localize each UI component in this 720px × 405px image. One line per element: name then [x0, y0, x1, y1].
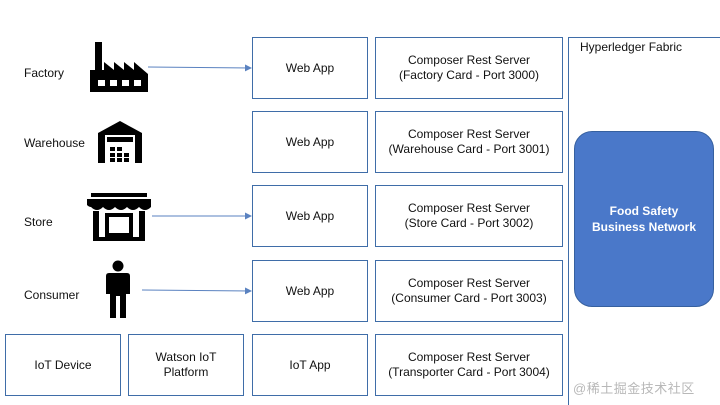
- web-app-factory: Web App: [252, 37, 368, 99]
- warehouse-icon: [98, 121, 142, 163]
- web-app-warehouse: Web App: [252, 111, 368, 173]
- web-app-store: Web App: [252, 185, 368, 247]
- warehouse-label: Warehouse: [24, 136, 85, 150]
- rest-server-warehouse: Composer Rest Server(Warehouse Card - Po…: [375, 111, 563, 173]
- store-icon: [87, 193, 151, 241]
- factory-label: Factory: [24, 66, 65, 80]
- consumer-label: Consumer: [24, 288, 80, 302]
- iot-app: IoT App: [252, 334, 368, 396]
- consumer-arrow: [141, 287, 252, 295]
- iot-device: IoT Device: [5, 334, 121, 396]
- factory-arrow: [147, 64, 252, 72]
- store-label: Store: [24, 215, 53, 229]
- factory-icon: [90, 42, 148, 92]
- rest-server-factory: Composer Rest Server(Factory Card - Port…: [375, 37, 563, 99]
- hyperledger-fabric-container: Hyperledger Fabric Food Safety Business …: [568, 37, 720, 405]
- web-app-consumer: Web App: [252, 260, 368, 322]
- food-safety-network: Food Safety Business Network: [574, 131, 714, 307]
- rest-server-transporter: Composer Rest Server(Transporter Card - …: [375, 334, 563, 396]
- rest-server-consumer: Composer Rest Server(Consumer Card - Por…: [375, 260, 563, 322]
- watermark: @稀土掘金技术社区: [573, 381, 695, 396]
- rest-server-store: Composer Rest Server(Store Card - Port 3…: [375, 185, 563, 247]
- person-icon: [106, 260, 130, 318]
- fabric-title: Hyperledger Fabric: [580, 40, 683, 54]
- watson-iot-platform: Watson IoT Platform: [128, 334, 244, 396]
